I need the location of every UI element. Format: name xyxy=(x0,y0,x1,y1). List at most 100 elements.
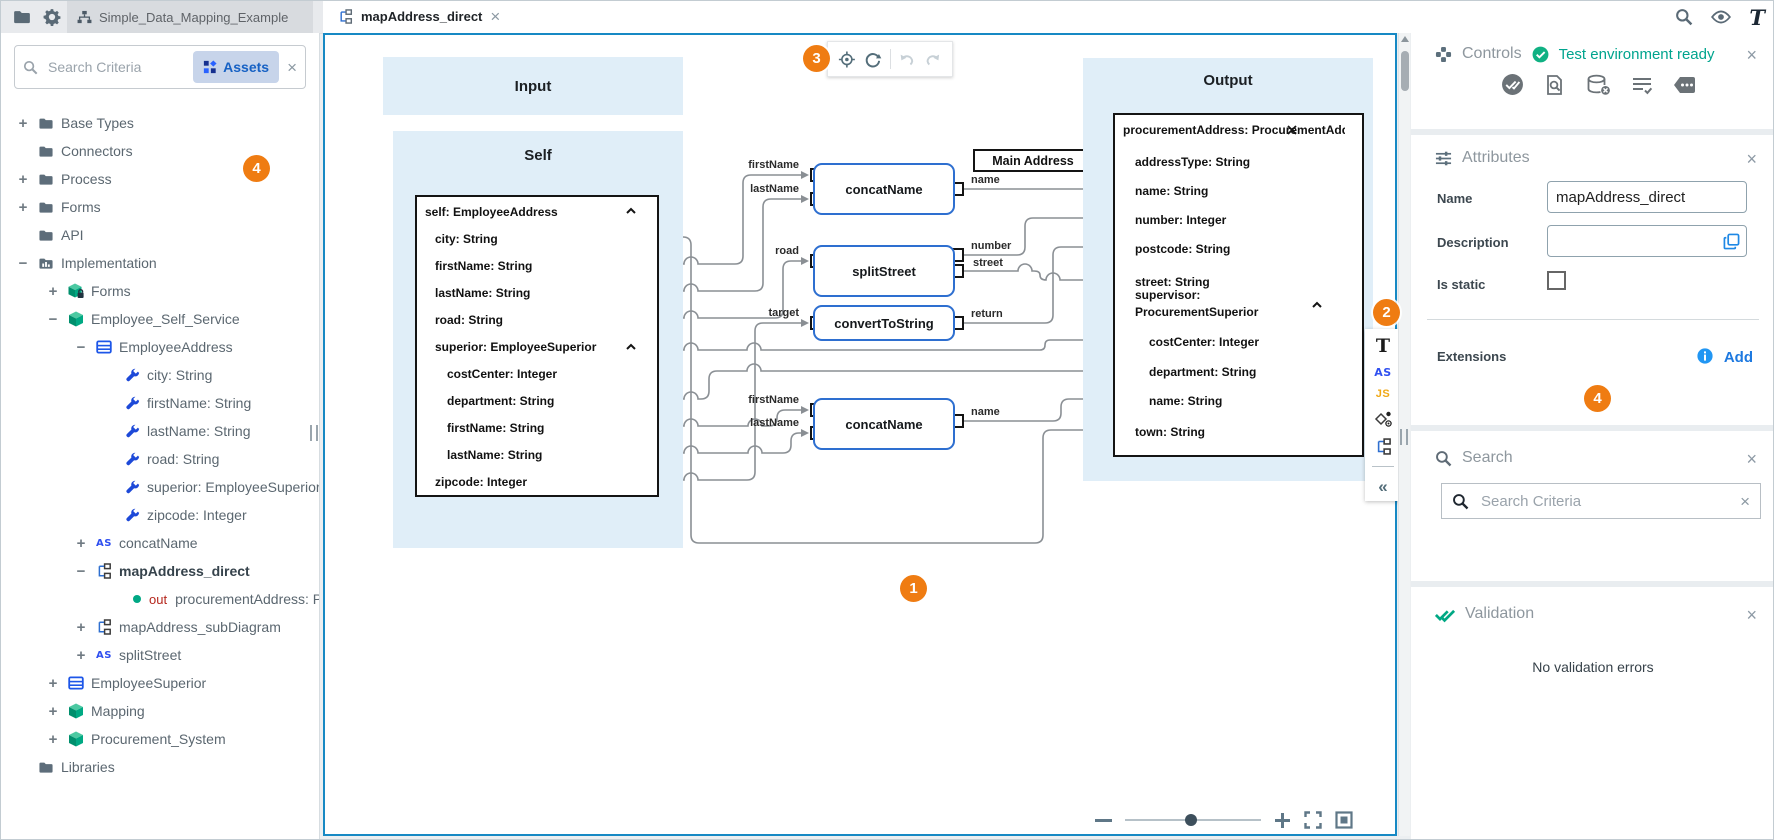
self-variable-box[interactable]: self: EmployeeAddress city: String first… xyxy=(415,195,659,497)
output-variable-box[interactable]: procurementAddress: ProcurementAddress a… xyxy=(1113,113,1364,457)
tree-item-employeesuperior[interactable]: +EmployeeSuperior xyxy=(1,669,319,697)
tree-item-zipcode[interactable]: zipcode: Integer xyxy=(1,501,319,529)
tree-item-superior[interactable]: superior: EmployeeSuperior xyxy=(1,473,319,501)
tree-item-libraries[interactable]: Libraries xyxy=(1,753,319,781)
clear-search-icon[interactable]: × xyxy=(1740,491,1750,511)
output-field[interactable]: addressType: String xyxy=(1135,155,1251,169)
fullscreen-icon[interactable] xyxy=(1304,811,1322,829)
locate-icon[interactable] xyxy=(838,50,856,69)
assemblyscript-tool[interactable]: AS xyxy=(1374,366,1392,379)
expander[interactable]: + xyxy=(48,674,58,692)
zoom-slider[interactable] xyxy=(1125,814,1261,826)
text-tool[interactable]: T xyxy=(1375,335,1391,357)
close-section-icon[interactable]: × xyxy=(1746,605,1757,625)
close-section-icon[interactable]: × xyxy=(1746,45,1757,65)
node-concatname-1[interactable]: concatName xyxy=(813,163,955,215)
self-field[interactable]: costCenter: Integer xyxy=(447,367,558,381)
tree-item-forms[interactable]: +Forms xyxy=(1,193,319,221)
expander[interactable]: + xyxy=(18,198,28,216)
self-field[interactable]: firstName: String xyxy=(435,259,533,273)
tab-mapaddress-direct[interactable]: mapAddress_direct × xyxy=(326,1,513,32)
tree-item-connectors[interactable]: Connectors xyxy=(1,137,319,165)
self-field[interactable]: city: String xyxy=(435,232,498,246)
expander[interactable]: + xyxy=(76,534,86,552)
node-concatname-2[interactable]: concatName xyxy=(813,398,955,450)
app-logo[interactable]: T xyxy=(1749,4,1765,30)
expander[interactable]: + xyxy=(76,646,86,664)
self-field[interactable]: superior: EmployeeSuperior xyxy=(435,340,597,354)
asset-search-input[interactable] xyxy=(46,58,186,76)
collapse-palette-icon[interactable]: « xyxy=(1378,477,1388,496)
refresh-icon[interactable] xyxy=(864,50,882,69)
tree-item-process[interactable]: +Process xyxy=(1,165,319,193)
scroll-up-arrow[interactable] xyxy=(1401,36,1409,42)
zoom-slider-knob[interactable] xyxy=(1185,814,1197,826)
folder-icon[interactable] xyxy=(13,8,31,26)
run-all-icon[interactable] xyxy=(1501,73,1524,96)
output-field[interactable]: number: Integer xyxy=(1135,213,1227,227)
expander[interactable]: + xyxy=(48,282,58,300)
panel-resize-handle[interactable] xyxy=(310,425,318,441)
expander[interactable]: − xyxy=(76,338,86,356)
is-static-checkbox[interactable] xyxy=(1547,271,1566,290)
copy-icon[interactable] xyxy=(1723,233,1740,250)
expander[interactable]: + xyxy=(48,730,58,748)
self-field[interactable]: lastName: String xyxy=(435,286,531,300)
output-field[interactable]: postcode: String xyxy=(1135,242,1231,256)
self-field[interactable]: department: String xyxy=(447,394,555,408)
tree-item-base-types[interactable]: +Base Types xyxy=(1,109,319,137)
clear-data-icon[interactable] xyxy=(1586,74,1611,96)
close-section-icon[interactable]: × xyxy=(1746,149,1757,169)
add-extension-button[interactable]: Add xyxy=(1723,349,1753,366)
expander[interactable]: − xyxy=(76,562,86,580)
eye-icon[interactable] xyxy=(1711,10,1731,24)
tree-item-procurement-system[interactable]: +Procurement_System xyxy=(1,725,319,753)
expander[interactable]: + xyxy=(18,170,28,188)
checklist-icon[interactable] xyxy=(1631,74,1653,96)
gear-icon[interactable] xyxy=(43,8,61,26)
subdiagram-tool[interactable] xyxy=(1375,438,1392,455)
name-input[interactable] xyxy=(1547,181,1747,213)
description-input[interactable] xyxy=(1547,225,1747,257)
clear-search-icon[interactable]: × xyxy=(287,57,297,77)
project-tab[interactable]: Simple_Data_Mapping_Example xyxy=(67,1,313,33)
self-field[interactable]: lastName: String xyxy=(447,448,543,462)
expander[interactable]: + xyxy=(48,702,58,720)
close-tab-icon[interactable]: × xyxy=(490,7,501,26)
collapse-chevron-icon[interactable] xyxy=(625,343,637,351)
output-field[interactable]: name: String xyxy=(1149,394,1223,408)
assets-filter-button[interactable]: Assets xyxy=(193,51,280,83)
expander[interactable]: + xyxy=(76,618,86,636)
tree-item-mapping[interactable]: +Mapping xyxy=(1,697,319,725)
javascript-tool[interactable]: JS xyxy=(1375,388,1391,400)
vertical-scrollbar[interactable] xyxy=(1398,33,1410,836)
condition-tool[interactable] xyxy=(1374,411,1392,427)
tree-item-employee-self-service[interactable]: −Employee_Self_Service xyxy=(1,305,319,333)
collapse-chevron-icon[interactable] xyxy=(1311,301,1323,309)
output-field[interactable]: name: String xyxy=(1135,184,1209,198)
tree-item-road[interactable]: road: String xyxy=(1,445,319,473)
fit-to-screen-icon[interactable] xyxy=(1335,811,1353,829)
criteria-search-input[interactable] xyxy=(1479,491,1731,511)
inspect-doc-icon[interactable] xyxy=(1544,74,1566,96)
undo-icon[interactable] xyxy=(898,50,916,69)
tree-item-implementation[interactable]: −Implementation xyxy=(1,249,319,277)
expander[interactable]: − xyxy=(48,310,58,328)
tree-item-city[interactable]: city: String xyxy=(1,361,319,389)
close-section-icon[interactable]: × xyxy=(1746,449,1757,469)
output-field[interactable]: costCenter: Integer xyxy=(1149,335,1260,349)
node-converttostring[interactable]: convertToString xyxy=(813,305,955,341)
tree-item-firstname[interactable]: firstName: String xyxy=(1,389,319,417)
redo-icon[interactable] xyxy=(924,50,942,69)
tree-item-lastname[interactable]: lastName: String xyxy=(1,417,319,445)
output-field[interactable]: department: String xyxy=(1149,365,1257,379)
output-field[interactable]: street: String xyxy=(1135,275,1210,289)
output-field[interactable]: supervisor: ProcurementSuperior xyxy=(1135,288,1259,319)
scrollbar-thumb[interactable] xyxy=(1401,51,1409,91)
constant-main-address[interactable]: Main Address xyxy=(973,149,1093,172)
panel-resize-handle[interactable] xyxy=(1400,429,1408,445)
mapping-canvas[interactable]: firstName lastName road target firstName… xyxy=(323,33,1401,836)
